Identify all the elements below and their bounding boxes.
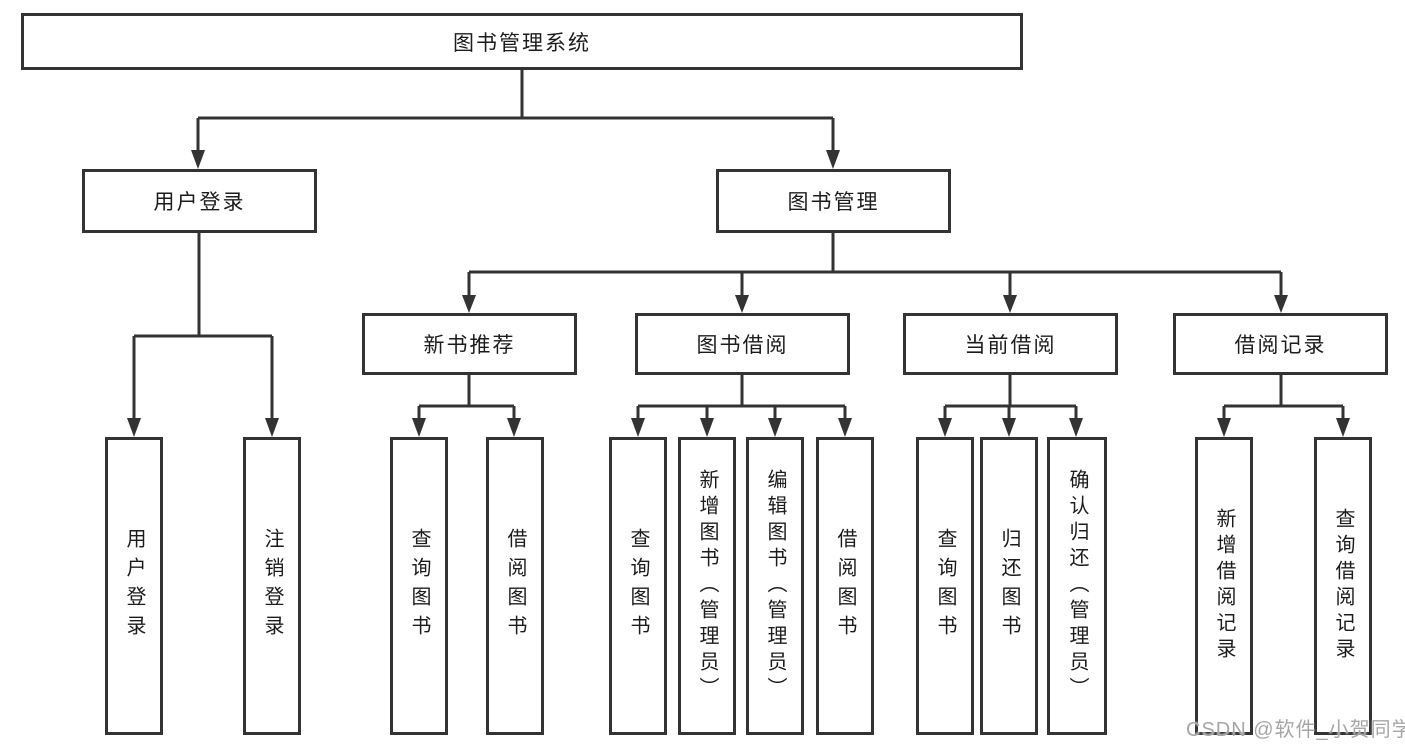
leaf-edit-books-admin: 编辑图书（管理员） xyxy=(746,437,804,735)
leaf-recommend-borrow-books: 借阅图书 xyxy=(486,437,544,735)
leaf-confirm-return-admin: 确认归还（管理员） xyxy=(1047,437,1107,735)
leaf-return-books: 归还图书 xyxy=(980,437,1038,735)
node-new-book-recommend: 新书推荐 xyxy=(362,313,577,375)
leaf-query-borrow-record: 查询借阅记录 xyxy=(1314,437,1372,735)
leaf-borrow-query-books: 查询图书 xyxy=(609,437,667,735)
node-book-management: 图书管理 xyxy=(716,169,951,233)
leaf-logout: 注销登录 xyxy=(243,437,301,735)
leaf-recommend-query-books: 查询图书 xyxy=(390,437,448,735)
leaf-add-borrow-record: 新增借阅记录 xyxy=(1195,437,1253,735)
node-current-borrow: 当前借阅 xyxy=(903,313,1118,375)
csdn-watermark: CSDN @软件_小贺同学 xyxy=(1186,719,1405,741)
leaf-borrow-borrow-books: 借阅图书 xyxy=(816,437,874,735)
leaf-current-query-books: 查询图书 xyxy=(916,437,974,735)
leaf-add-books-admin: 新增图书（管理员） xyxy=(678,437,736,735)
node-borrow-record: 借阅记录 xyxy=(1173,313,1388,375)
node-book-borrow: 图书借阅 xyxy=(635,313,850,375)
node-library-management-system: 图书管理系统 xyxy=(21,13,1023,70)
leaf-user-login: 用户登录 xyxy=(105,437,163,735)
node-user-login: 用户登录 xyxy=(82,169,317,233)
